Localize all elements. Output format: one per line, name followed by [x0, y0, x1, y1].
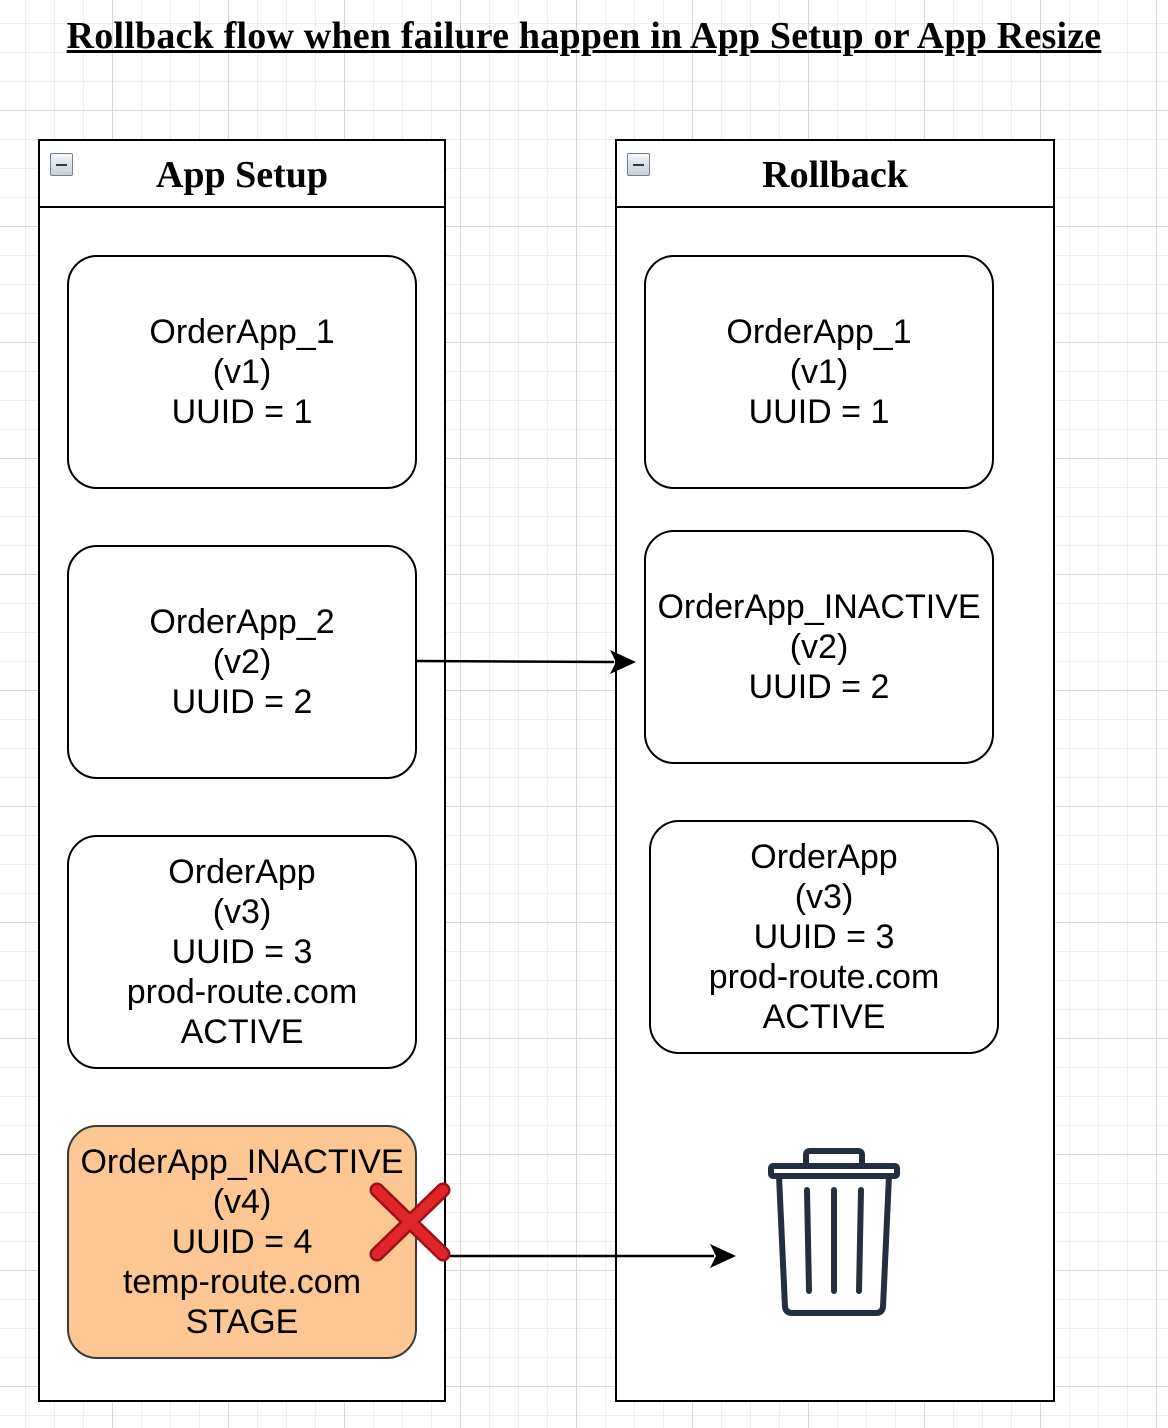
rollback-node-orderapp-inactive-v2[interactable]: OrderApp_INACTIVE (v2) UUID = 2 — [644, 530, 994, 764]
red-x-icon — [369, 1182, 451, 1262]
app-setup-node-orderapp-inactive-v4[interactable]: OrderApp_INACTIVE (v4) UUID = 4 temp-rou… — [67, 1125, 417, 1359]
node-line: UUID = 1 — [171, 393, 313, 431]
arrow-v4-to-trash[interactable] — [448, 1244, 736, 1268]
node-line: OrderApp_1 — [149, 313, 335, 351]
app-setup-node-orderapp-v3[interactable]: OrderApp (v3) UUID = 3 prod-route.com AC… — [67, 835, 417, 1069]
node-line: UUID = 2 — [171, 683, 313, 721]
trash-icon — [768, 1148, 900, 1316]
node-line: OrderApp — [168, 853, 316, 891]
node-line: UUID = 4 — [171, 1223, 313, 1261]
node-line: OrderApp_2 — [149, 603, 335, 641]
node-line: (v2) — [212, 643, 272, 681]
node-line: UUID = 3 — [171, 933, 313, 971]
node-line: UUID = 2 — [748, 668, 890, 706]
rollback-node-orderapp-1[interactable]: OrderApp_1 (v1) UUID = 1 — [644, 255, 994, 489]
node-line: UUID = 3 — [753, 918, 895, 956]
app-setup-node-orderapp-1[interactable]: OrderApp_1 (v1) UUID = 1 — [67, 255, 417, 489]
collapse-icon[interactable] — [627, 153, 650, 176]
node-line: temp-route.com — [122, 1263, 362, 1301]
lane-header-app-setup: App Setup — [40, 141, 444, 208]
rollback-node-orderapp-v3[interactable]: OrderApp (v3) UUID = 3 prod-route.com AC… — [649, 820, 999, 1054]
node-line: OrderApp_INACTIVE — [80, 1143, 404, 1181]
node-line: UUID = 1 — [748, 393, 890, 431]
node-line: (v2) — [789, 628, 849, 666]
node-line: ACTIVE — [180, 1013, 304, 1051]
arrow-v2-to-rollback[interactable] — [416, 650, 636, 674]
node-line: OrderApp — [750, 838, 898, 876]
node-line: STAGE — [185, 1303, 299, 1341]
node-line: (v3) — [794, 878, 854, 916]
node-line: prod-route.com — [126, 973, 358, 1011]
diagram-title: Rollback flow when failure happen in App… — [66, 15, 1102, 57]
lane-header-rollback: Rollback — [617, 141, 1053, 208]
node-line: (v4) — [212, 1183, 272, 1221]
node-line: OrderApp_1 — [726, 313, 912, 351]
lane-title-app-setup: App Setup — [155, 154, 329, 196]
app-setup-node-orderapp-2[interactable]: OrderApp_2 (v2) UUID = 2 — [67, 545, 417, 779]
node-line: (v1) — [789, 353, 849, 391]
collapse-icon[interactable] — [50, 153, 73, 176]
node-line: OrderApp_INACTIVE — [657, 588, 981, 626]
node-line: (v3) — [212, 893, 272, 931]
node-line: ACTIVE — [762, 998, 886, 1036]
node-line: prod-route.com — [708, 958, 940, 996]
node-line: (v1) — [212, 353, 272, 391]
lane-title-rollback: Rollback — [762, 154, 908, 196]
